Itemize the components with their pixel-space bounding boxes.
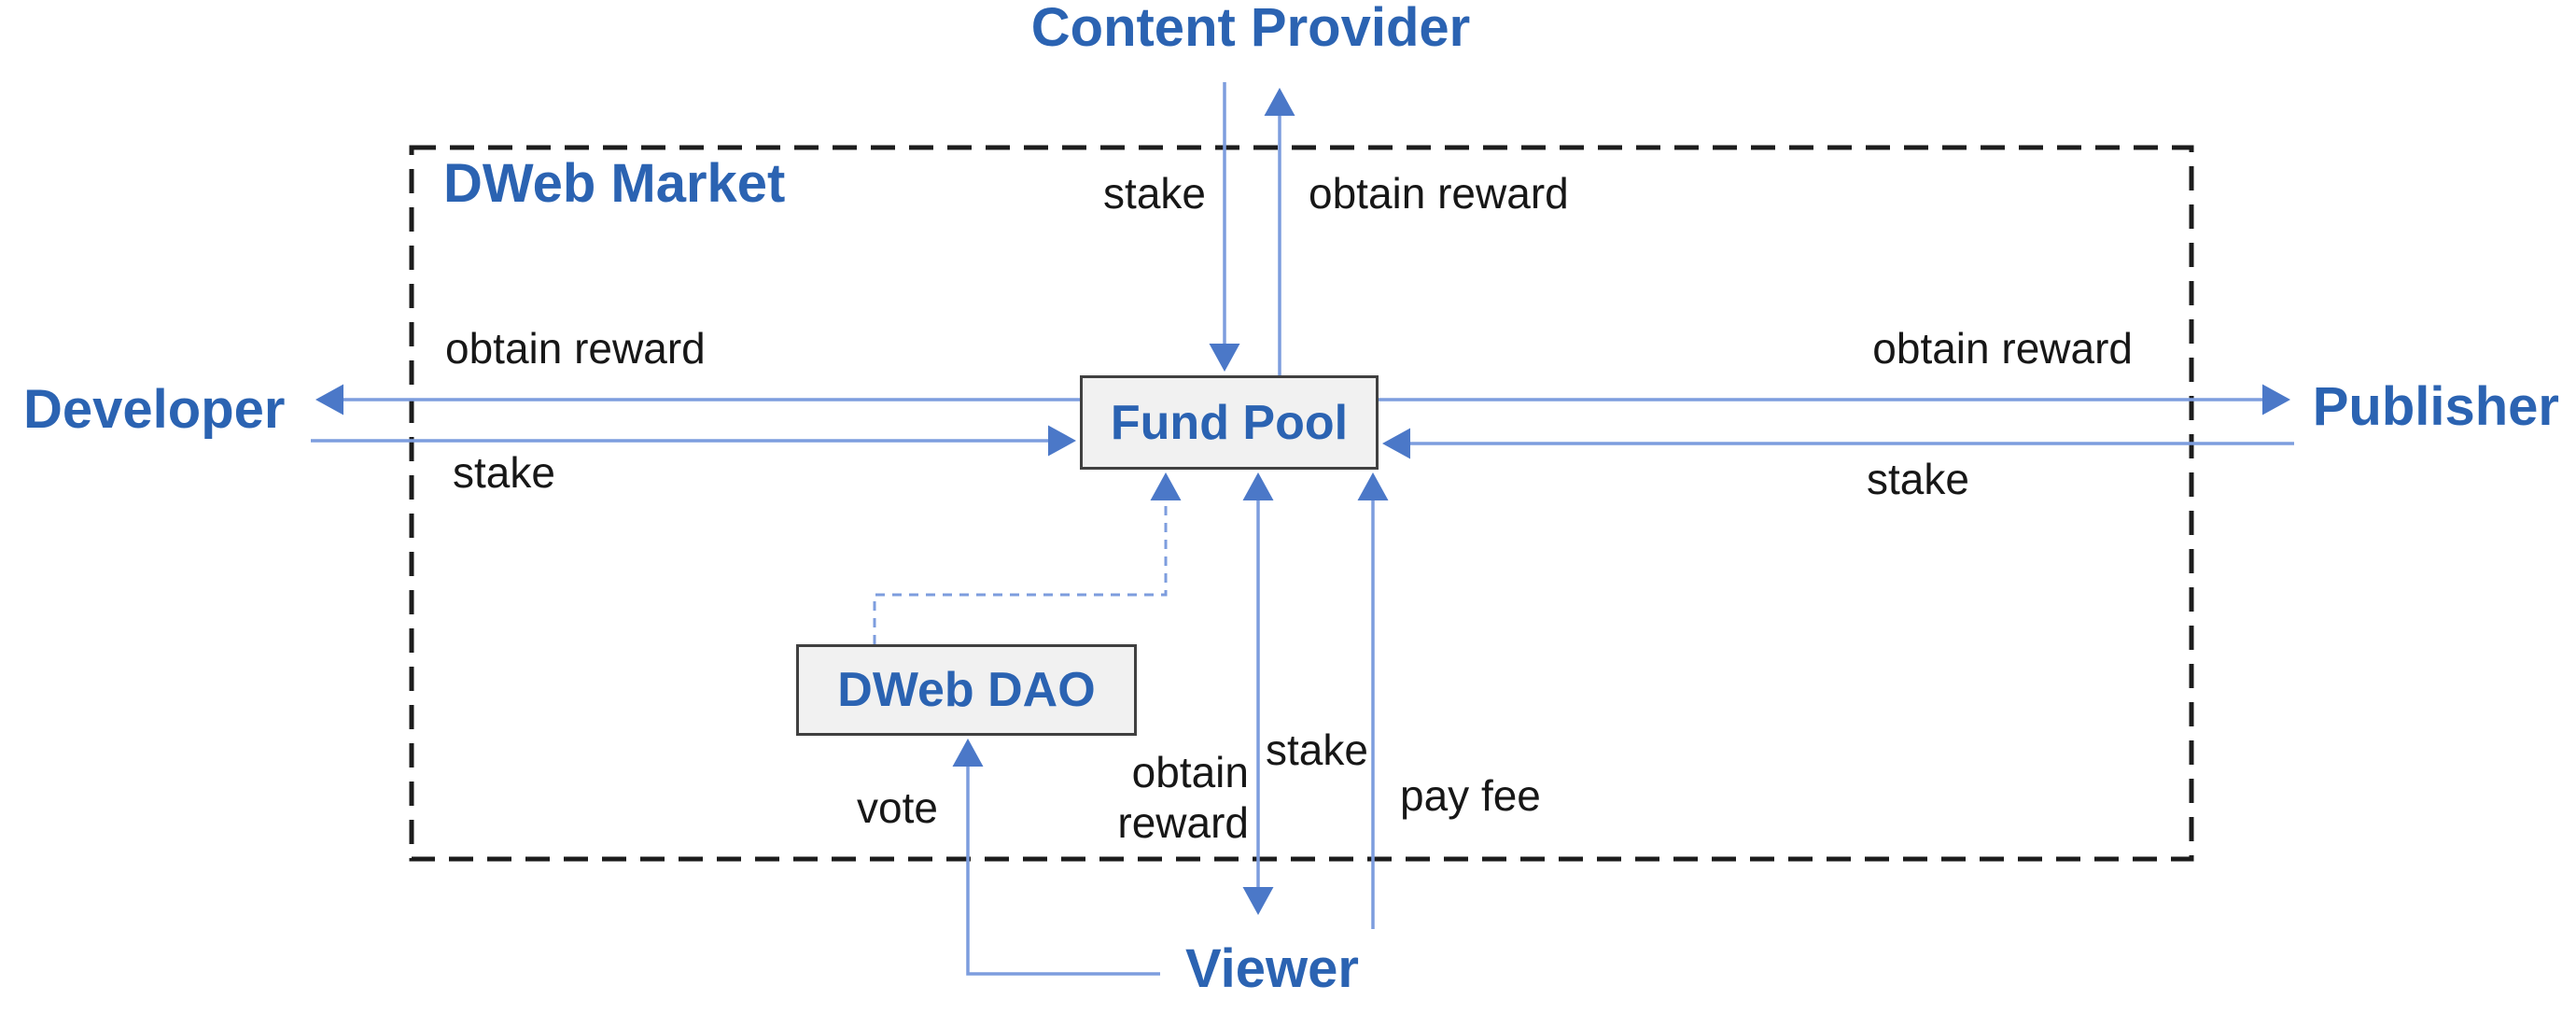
dweb-market-title: DWeb Market <box>443 153 786 214</box>
edge-label-vote: vote <box>857 783 938 832</box>
edge-label-obtain-reward-top: obtain reward <box>1309 169 1569 218</box>
node-publisher: Publisher <box>2312 376 2559 437</box>
dweb-dao-label: DWeb DAO <box>837 663 1096 717</box>
edge-label-stake-right: stake <box>1867 455 1969 503</box>
dweb-market-boundary <box>409 145 2194 862</box>
edge-label-stake-left: stake <box>453 448 555 497</box>
edge-label-obtain-reward-right: obtain reward <box>1872 324 2133 373</box>
edge-dao-fund-pool-dashed <box>873 472 1182 644</box>
edge-label-viewer-stake: stake <box>1266 725 1368 774</box>
node-viewer: Viewer <box>1185 938 1359 999</box>
edge-label-viewer-obtain-reward: obtain reward <box>1057 747 1249 849</box>
edge-label-viewer-obtain-reward-line1: obtain <box>1131 748 1249 796</box>
node-developer: Developer <box>23 379 286 440</box>
node-content-provider: Content Provider <box>1030 0 1471 58</box>
edge-label-stake-top: stake <box>1103 169 1206 218</box>
fund-pool-label: Fund Pool <box>1110 395 1349 450</box>
edge-label-viewer-obtain-reward-line2: reward <box>1117 798 1249 848</box>
edge-label-pay-fee: pay fee <box>1400 771 1541 820</box>
edge-viewer-vote <box>952 739 1160 976</box>
fund-pool-box: Fund Pool <box>1080 375 1379 470</box>
edge-label-obtain-reward-left: obtain reward <box>445 324 706 373</box>
dweb-dao-box: DWeb DAO <box>796 644 1137 736</box>
